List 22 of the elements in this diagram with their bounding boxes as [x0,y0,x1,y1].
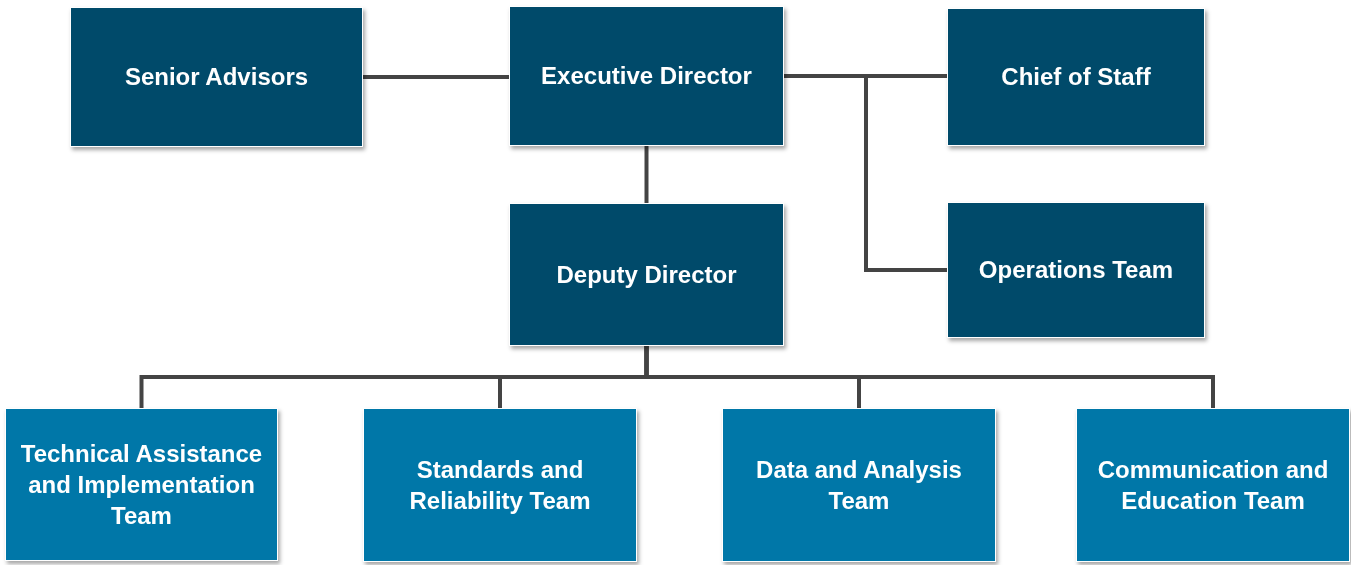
box-label: Chief of Staff [1000,62,1152,93]
box-label: Technical Assistance and Implementation Team [19,438,264,532]
connector-line [363,75,509,79]
box-label: Deputy Director [555,259,738,290]
connector-line [644,346,1215,408]
org-box [509,203,784,346]
box-label: Data and Analysis Team [755,454,963,516]
org-box [70,7,363,147]
org-box [509,6,784,146]
org-box [947,8,1205,146]
box-label: Executive Director [540,61,753,92]
org-box [947,202,1205,338]
box-label: Standards and Reliability Team [408,454,592,516]
box-label: Senior Advisors [123,62,310,93]
box-label: Operations Team [977,255,1175,286]
box-label: Communication and Education Team [1096,454,1330,516]
org-box [363,408,637,562]
connector-line [784,74,947,272]
connector-line [644,146,649,203]
org-box [5,408,278,561]
org-box [722,408,996,562]
org-box [1076,408,1350,562]
